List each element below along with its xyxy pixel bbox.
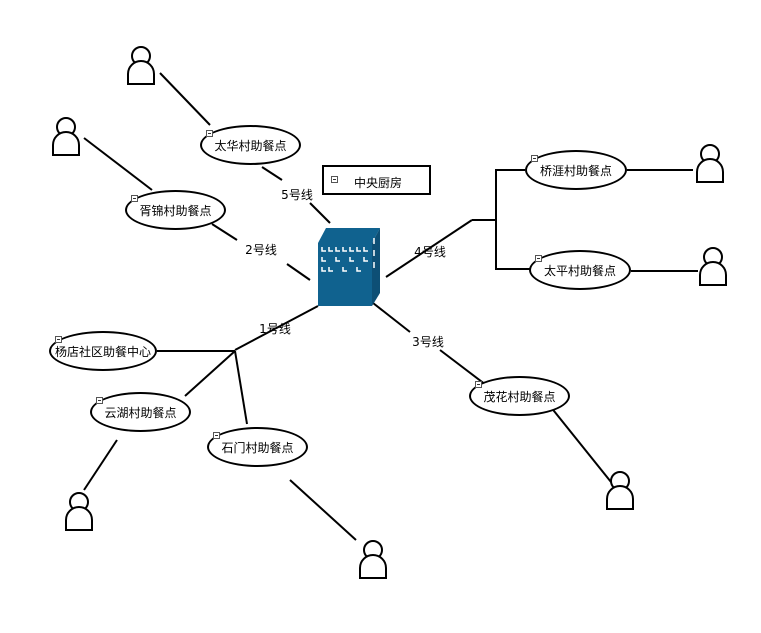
connector-line1 — [234, 305, 319, 351]
collapse-box-icon[interactable] — [131, 195, 138, 202]
node-qiaoya[interactable]: 桥涯村助餐点 — [525, 150, 627, 190]
connector-line2-lower — [286, 263, 311, 281]
connector-yunhu-person — [83, 439, 118, 491]
connector-line3-upper — [372, 302, 411, 333]
connector-maohua-person — [549, 405, 612, 483]
node-label: 胥锦村助餐点 — [139, 203, 212, 218]
line-label-4: 4号线 — [414, 245, 446, 259]
person-icon — [65, 492, 93, 531]
central-kitchen-building-icon — [318, 228, 380, 306]
connector-line4 — [385, 219, 473, 278]
node-shimen[interactable]: 石门村助餐点 — [207, 427, 308, 467]
person-icon — [52, 117, 80, 156]
node-taiping[interactable]: 太平村助餐点 — [529, 250, 631, 290]
person-icon — [359, 540, 387, 579]
collapse-box-icon[interactable] — [213, 432, 220, 439]
person-icon — [696, 144, 724, 183]
collapse-box-icon[interactable] — [96, 397, 103, 404]
connector-line4-branch-lower — [495, 220, 530, 270]
node-yangdian[interactable]: 杨店社区助餐中心 — [49, 331, 157, 371]
legend-central-kitchen[interactable]: 中央厨房 — [322, 165, 431, 195]
connector-line5-lower — [309, 202, 331, 224]
connector-xujin-person — [83, 137, 153, 191]
node-yunhu[interactable]: 云湖村助餐点 — [90, 392, 191, 432]
line-label-1: 1号线 — [259, 322, 291, 336]
person-icon — [699, 247, 727, 286]
line-label-2: 2号线 — [245, 243, 277, 257]
node-label: 云湖村助餐点 — [104, 405, 177, 420]
person-icon — [606, 471, 634, 510]
collapse-box-icon[interactable] — [206, 130, 213, 137]
connector-line2-upper — [211, 223, 238, 241]
person-icon — [127, 46, 155, 85]
node-label: 杨店社区助餐中心 — [54, 344, 151, 359]
collapse-box-icon[interactable] — [475, 381, 482, 388]
collapse-box-icon[interactable] — [55, 336, 62, 343]
legend-label: 中央厨房 — [354, 176, 403, 190]
connector-shimen-person — [289, 479, 357, 541]
connector-yunhu — [184, 350, 236, 397]
node-label: 茂花村助餐点 — [483, 389, 556, 404]
node-maohua[interactable]: 茂花村助餐点 — [469, 376, 570, 416]
node-label: 石门村助餐点 — [221, 440, 294, 455]
node-label: 太平村助餐点 — [543, 263, 616, 278]
line-label-5: 5号线 — [281, 188, 313, 202]
connector-line4-branch — [472, 169, 525, 221]
connector-taihua-person — [159, 72, 211, 126]
node-label: 桥涯村助餐点 — [539, 163, 612, 178]
collapse-box-icon[interactable] — [535, 255, 542, 262]
collapse-box-icon[interactable] — [331, 176, 338, 183]
node-xujin[interactable]: 胥锦村助餐点 — [125, 190, 226, 230]
line-label-3: 3号线 — [412, 335, 444, 349]
collapse-box-icon[interactable] — [531, 155, 538, 162]
node-taihua[interactable]: 太华村助餐点 — [200, 125, 301, 165]
node-label: 太华村助餐点 — [214, 138, 287, 153]
connector-line5-upper — [261, 166, 283, 181]
connector-shimen — [234, 350, 248, 425]
